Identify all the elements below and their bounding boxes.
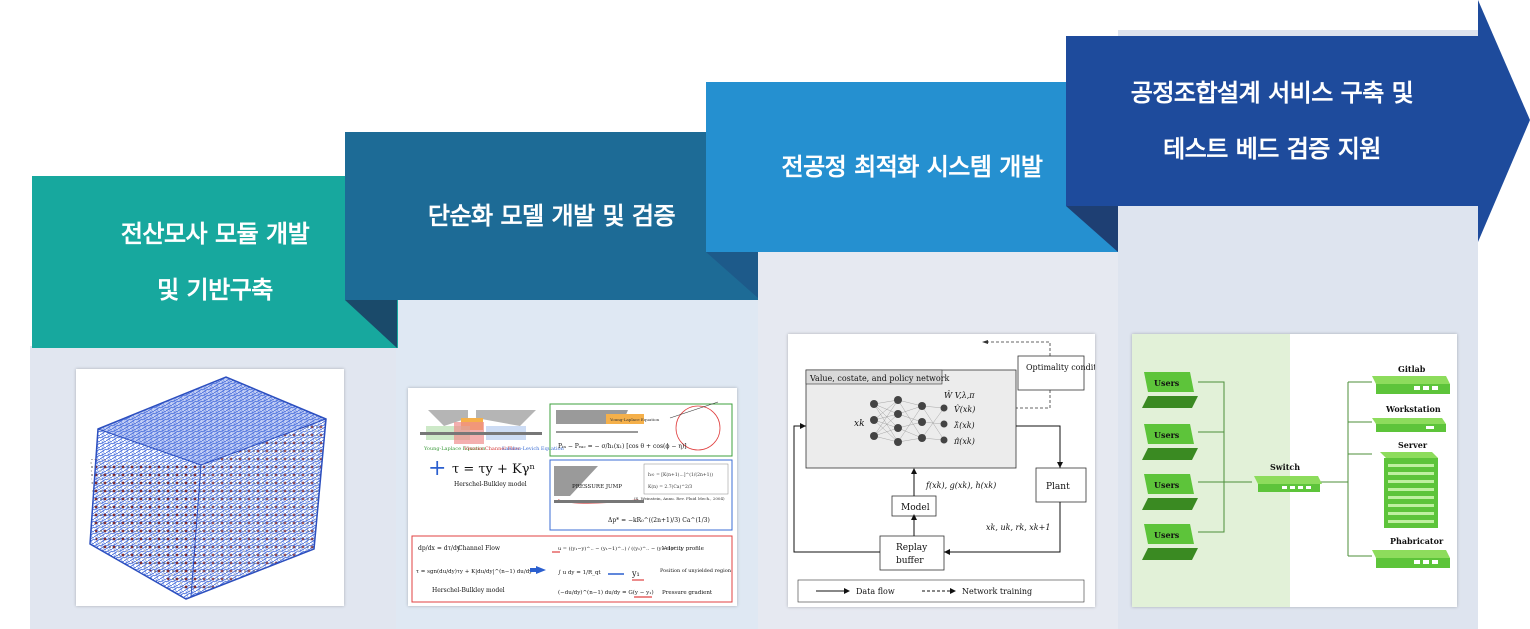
users-label-4: Users — [1154, 530, 1180, 540]
molecular-cube-illustration — [89, 376, 327, 600]
velocity-profile-label: Velocity profile — [661, 546, 704, 552]
users-label-1: Users — [1154, 378, 1180, 388]
step-3-line1: 전공정 최적화 시스템 개발 — [781, 153, 1043, 181]
step-4-fold — [1066, 206, 1118, 252]
label-viscous-flow: Viscous Channel Flow — [463, 446, 521, 452]
fgh-label: f(xk), g(xk), h(xk) — [925, 481, 996, 490]
svg-text:∫ u dy = 1/R_qt: ∫ u dy = 1/R_qt — [558, 569, 601, 576]
user-station-2: Users — [1142, 424, 1198, 460]
hb-equation: τ = τy + Kγⁿ — [452, 462, 535, 477]
gitlab-label: Gitlab — [1398, 364, 1426, 374]
users-label-2: Users — [1154, 430, 1180, 440]
lambda-output: λ̂(xk) — [953, 421, 975, 430]
svg-text:Pin − Pvac = − σ/h₁(x₁) [cos θ: Pin − Pvac = − σ/h₁(x₁) [cos θ + cos(ϕ −… — [558, 443, 687, 450]
tuple-label: xk, uk, rk, xk+1 — [986, 523, 1050, 532]
server-label: Server — [1398, 440, 1428, 450]
step-2-banner: 단순화 모델 개발 및 검증 — [345, 132, 758, 300]
svg-text:(−du/dy)^(n−1) du/dy = G(y − y: (−du/dy)^(n−1) du/dy = G(y − y₁) — [558, 589, 654, 596]
gitlab-server-icon — [1372, 376, 1450, 394]
label-landau-levich: Landau-Levich Equation — [502, 446, 565, 452]
w-label: Ŵ V,λ,π — [944, 391, 975, 400]
svg-text:dp/dx = dτ/dy: dp/dx = dτ/dy — [418, 545, 461, 552]
step-1-line2: 및 기반구축 — [157, 276, 273, 304]
step-3-fold — [706, 252, 758, 298]
svg-text:K(n) = 2.7(Ca)^2/3: K(n) = 2.7(Ca)^2/3 — [648, 483, 692, 490]
simplified-model-figure: Young-Laplace Equation Viscous Channel F… — [408, 388, 737, 606]
citation-text: (S. Weinstein, Annu. Rev. Fluid Mech., 2… — [634, 496, 725, 501]
simulation-cube-image — [76, 369, 344, 606]
user-station-3: Users — [1142, 474, 1198, 510]
optimality-box — [1017, 355, 1085, 391]
channel-flow-label: Channel Flow — [458, 545, 501, 552]
replay-label-2: buffer — [896, 556, 924, 566]
hb-model-label: Herschel-Bulkley model — [432, 587, 505, 594]
step-1-banner: 전산모사 모듈 개발 및 기반구축 — [32, 176, 398, 348]
legend-box — [797, 579, 1085, 603]
phabricator-server-icon — [1372, 550, 1450, 568]
workstation-label: Workstation — [1385, 404, 1441, 414]
svg-text:Δp* = −kR₀^((2n+1)/3) Ca^(1/3): Δp* = −kR₀^((2n+1)/3) Ca^(1/3) — [608, 517, 710, 524]
step-3-banner: 전공정 최적화 시스템 개발 — [706, 82, 1118, 252]
legend-data-flow: Data flow — [856, 587, 895, 596]
svg-text:h∞ = [K(n+1)...]^(1/(2n+1)): h∞ = [K(n+1)...]^(1/(2n+1)) — [648, 471, 713, 478]
svg-text:y₁: y₁ — [631, 569, 640, 578]
replay-label-1: Replay — [896, 543, 928, 553]
step-4-line2: 테스트 베드 검증 지원 — [1163, 135, 1381, 163]
plus-icon: + — [428, 456, 446, 481]
users-label-3: Users — [1154, 480, 1180, 490]
model-label: Model — [901, 503, 930, 513]
testbed-network-diagram: Users Users Users Users Switch — [1132, 334, 1457, 607]
pi-output: π̂(xk) — [953, 437, 975, 446]
plant-label: Plant — [1046, 482, 1070, 492]
rl-optimization-diagram: Value, costate, and policy network Optim… — [788, 334, 1095, 607]
replay-buffer-box — [879, 535, 945, 571]
step-2-line1: 단순화 모델 개발 및 검증 — [427, 202, 676, 230]
pressure-jump-label: PRESSURE JUMP — [572, 484, 622, 490]
xk-input: xk — [854, 419, 865, 429]
user-station-1: Users — [1142, 372, 1198, 408]
user-station-4: Users — [1142, 524, 1198, 560]
label-young-laplace: Young-Laplace Equation — [423, 446, 486, 452]
step-1-line1: 전산모사 모듈 개발 — [120, 220, 310, 248]
workstation-icon — [1372, 418, 1446, 432]
neural-network-icon — [870, 396, 948, 446]
step4-top-strip — [1118, 30, 1478, 38]
hb-caption: Herschel-Bulkley model — [454, 481, 527, 488]
step-4-banner: 공정조합설계 서비스 구축 및 테스트 베드 검증 지원 — [1066, 36, 1478, 206]
optimality-label: Optimality conditions — [1026, 363, 1095, 372]
pressure-gradient-label: Pressure gradient — [662, 590, 713, 596]
switch-icon — [1254, 476, 1322, 492]
legend-network-training: Network training — [962, 587, 1032, 596]
network-box — [805, 369, 1017, 469]
switch-label: Switch — [1270, 462, 1300, 472]
svg-text:u = ((y₁−y)^.. − (y₁−1)^..) /: u = ((y₁−y)^.. − (y₁−1)^..) / ((y₁)^.. −… — [558, 545, 682, 552]
young-laplace-tag: Young-Laplace Equation — [609, 417, 660, 422]
step-2-fold — [345, 300, 397, 348]
coating-schematic: Young-Laplace Equation Viscous Channel F… — [420, 410, 565, 488]
network-title: Value, costate, and policy network — [809, 374, 950, 383]
v-output: V̂(xk) — [954, 405, 975, 414]
unyielded-label: Position of unyielded region — [660, 568, 732, 574]
step-4-arrow-head — [1478, 0, 1530, 242]
step-4-line1: 공정조합설계 서비스 구축 및 — [1130, 79, 1414, 107]
server-rack-icon — [1380, 452, 1438, 528]
phabricator-label: Phabricator — [1390, 536, 1444, 546]
plant-box — [1035, 467, 1087, 503]
svg-text:τ = sgn(du/dy)τy + K|du/dy|^(n: τ = sgn(du/dy)τy + K|du/dy|^(n−1) du/dy — [416, 568, 533, 575]
